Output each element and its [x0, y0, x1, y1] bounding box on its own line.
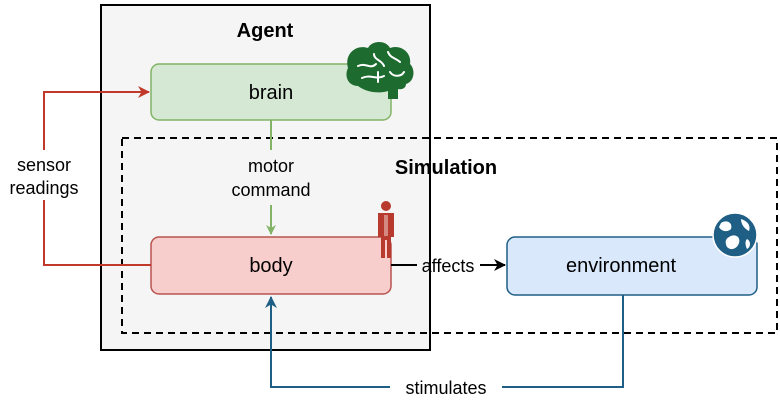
simulation-container: [121, 137, 778, 334]
sensor-readings-label-line2: readings: [9, 178, 78, 198]
sensor-readings-label-line1: sensor: [17, 155, 71, 175]
environment-node[interactable]: [506, 236, 758, 296]
motor-command-label-line2: command: [231, 180, 310, 200]
body-label: body: [249, 255, 292, 277]
stimulates-arrow-right: [502, 295, 624, 388]
sensor-readings-arrow-lower: [43, 200, 151, 266]
environment-label: environment: [566, 255, 677, 277]
globe-icon: [712, 212, 758, 258]
agent-title: Agent: [237, 20, 294, 42]
simulation-title: Simulation: [395, 157, 497, 179]
brain-label: brain: [249, 82, 293, 104]
stimulates-label: stimulates: [405, 378, 486, 398]
brain-icon: [346, 42, 414, 99]
motor-command-label-line1: motor: [248, 156, 294, 176]
stimulates-arrow-left: [265, 296, 390, 388]
sensor-readings-arrow-upper: [43, 86, 150, 150]
person-icon: [378, 201, 394, 258]
affects-label: affects: [422, 256, 475, 276]
